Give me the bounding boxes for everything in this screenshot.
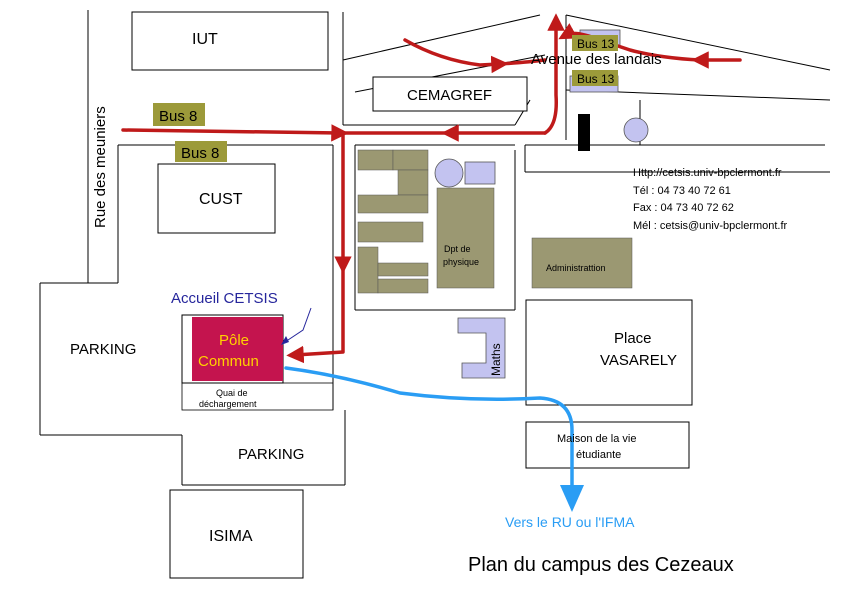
- quai-label-2: déchargement: [199, 399, 257, 409]
- building-outlines: [131, 11, 693, 579]
- quai-label-1: Quai de: [216, 388, 248, 398]
- maths-building: [457, 317, 506, 379]
- contact-fax: Fax : 04 73 40 72 62: [633, 202, 734, 214]
- traffic-bar: [578, 114, 590, 151]
- administration-building: [531, 237, 633, 289]
- bus13-b-bg: [572, 70, 618, 86]
- direction-label: Vers le RU ou l'IFMA: [505, 514, 635, 530]
- cust-label: CUST: [199, 191, 243, 208]
- blue-arrowhead: [560, 485, 584, 512]
- blue-route: [284, 366, 574, 499]
- bus13-b-label: Bus 13: [577, 72, 615, 86]
- pole-commun-fill: [192, 317, 283, 381]
- rue-meuniers-label: Rue des meuniers: [92, 106, 109, 228]
- contact-mail: Mél : cetsis@univ-bpclermont.fr: [633, 220, 788, 232]
- iut-building: [131, 11, 329, 71]
- isima-building: [169, 489, 304, 579]
- iut-label: IUT: [192, 31, 218, 48]
- dpt-physique-label-2: physique: [443, 257, 479, 267]
- isima-label: ISIMA: [209, 528, 253, 545]
- parking-label-2: PARKING: [238, 446, 304, 463]
- bus8-b-bg: [175, 141, 227, 162]
- maison-vie-etudiante: [525, 421, 690, 469]
- maison-label-2: étudiante: [576, 449, 621, 461]
- maison-label-1: Maison de la vie: [557, 433, 637, 445]
- cemagref-building: [372, 76, 528, 112]
- place-vasarely: [525, 299, 693, 406]
- bus-labels: Bus 8 Bus 8 Bus 13 Bus 13: [153, 35, 618, 162]
- bus8-a-label: Bus 8: [159, 108, 197, 125]
- pole-label-2: Commun: [198, 353, 259, 370]
- olive-buildings: [357, 149, 633, 294]
- cemagref-label: CEMAGREF: [407, 87, 492, 104]
- red-bus-route: [121, 13, 742, 364]
- contact-url: Http://cetsis.univ-bpclermont.fr: [633, 167, 782, 179]
- place-label-1: Place: [614, 330, 652, 347]
- dpt-physique-label-1: Dpt de: [444, 244, 471, 254]
- quai-area: [181, 382, 334, 411]
- avenue-landais-label: Avenue des landais: [531, 51, 662, 68]
- bus8-a-bg: [153, 103, 205, 126]
- street-outlines: [39, 10, 831, 486]
- bus13-a-bg: [572, 35, 618, 51]
- bus8-b-label: Bus 8: [181, 145, 219, 162]
- accueil-pointer: [284, 307, 312, 343]
- administration-label: Administrattion: [546, 263, 606, 273]
- pole-label-1: Pôle: [219, 332, 249, 349]
- parking-label-1: PARKING: [70, 341, 136, 358]
- contact-tel: Tél : 04 73 40 72 61: [633, 185, 731, 197]
- cust-building: [157, 163, 276, 234]
- bus13-a-label: Bus 13: [577, 37, 615, 51]
- dpt-physique-building: [436, 187, 495, 289]
- map-title: Plan du campus des Cezeaux: [468, 554, 734, 576]
- place-label-2: VASARELY: [600, 352, 677, 369]
- accueil-label: Accueil CETSIS: [171, 290, 278, 307]
- maths-label: Maths: [489, 343, 503, 376]
